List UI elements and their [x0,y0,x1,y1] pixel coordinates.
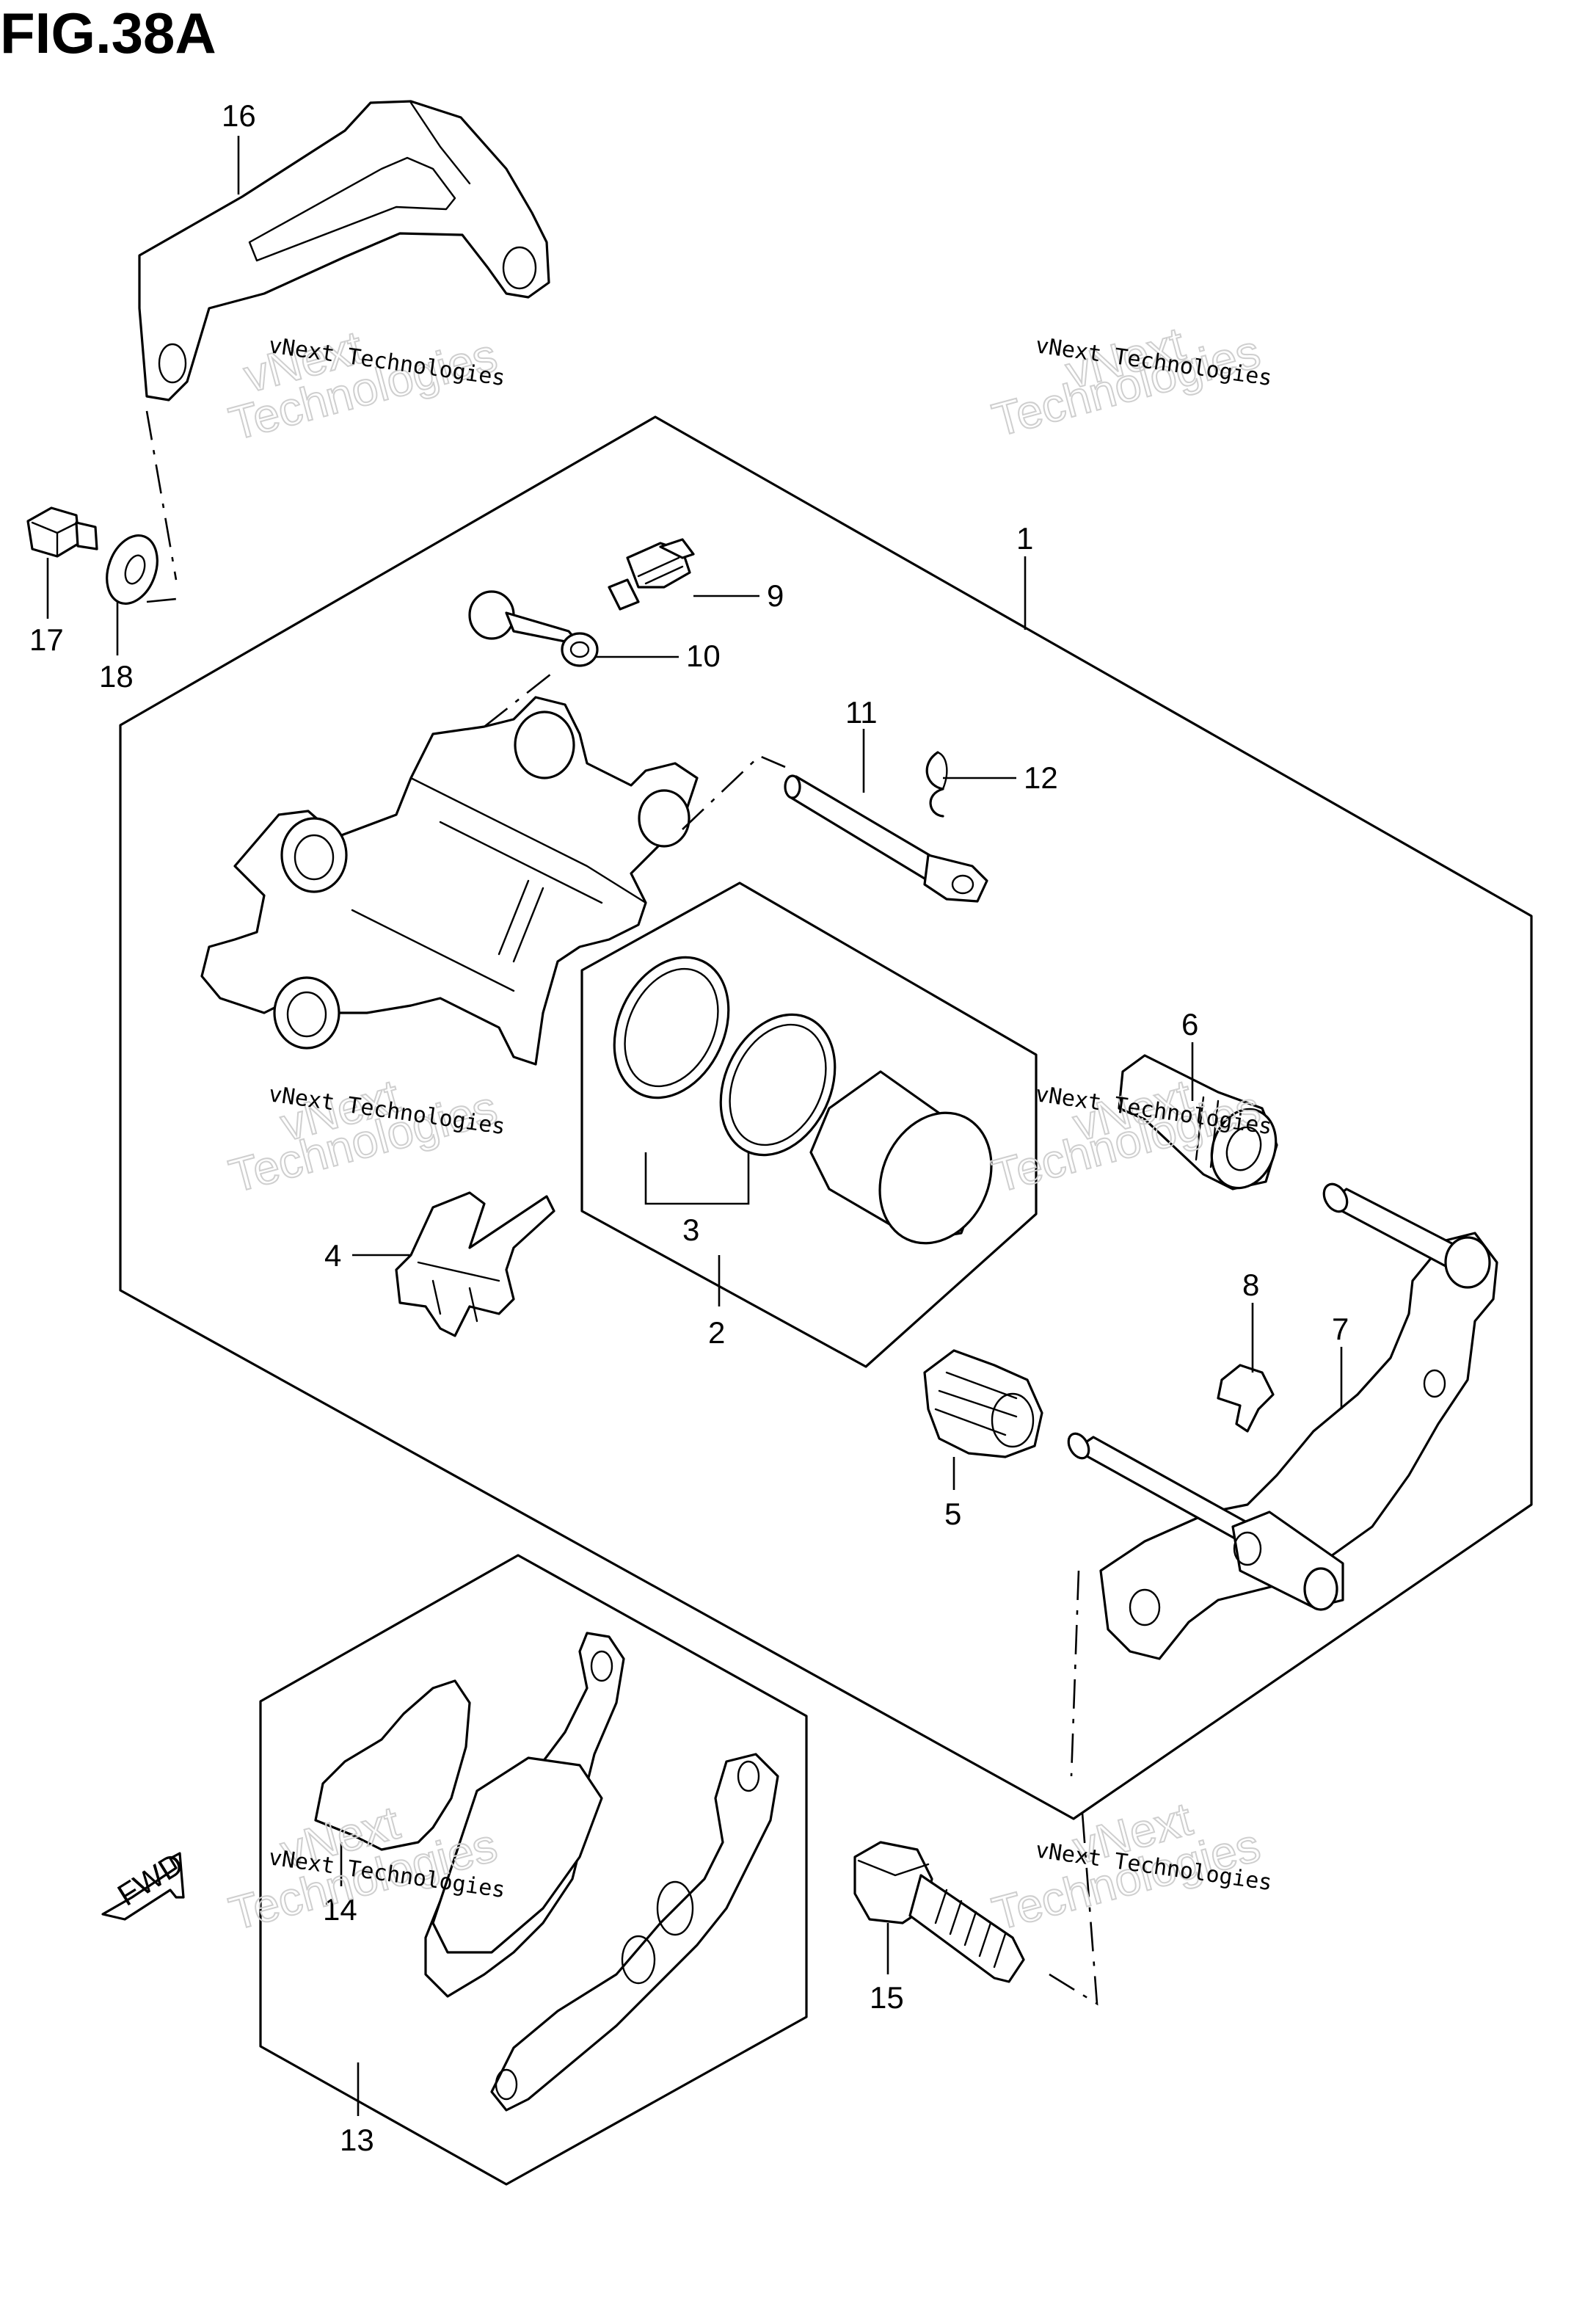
watermark-mid-left: vNext Technologies vNext Technologies [223,1069,507,1204]
callout-labels: 1 2 3 4 5 6 7 8 9 10 11 12 13 14 15 16 1… [29,98,1349,2157]
part-5-pin-boot [923,1349,1043,1458]
caliper-piston [809,1070,993,1245]
callout-12: 12 [1024,760,1058,795]
part-6-pin-boot [1118,1054,1278,1190]
part-8-pin-clip [1217,1364,1275,1433]
callout-14: 14 [323,1892,357,1927]
callout-17: 17 [29,622,64,657]
part-14-pad-shim [314,1679,471,1851]
callout-10: 10 [686,639,721,673]
callout-6: 6 [1181,1007,1198,1042]
part-13-brake-pads [424,1632,779,2112]
watermark-top-left: vNext Technologies vNext Technologies [223,320,507,451]
callout-3: 3 [682,1213,699,1247]
callout-16: 16 [222,98,256,133]
callout-9: 9 [767,578,784,613]
fwd-direction-arrow: FWD [101,1846,189,1921]
caliper-body [200,670,786,1066]
part-4-pad-spring [395,1191,555,1337]
part-11-slide-pin [784,774,988,903]
callout-1: 1 [1016,521,1033,556]
kit-outline-brake-pad-set [259,1554,808,2186]
callout-2: 2 [708,1315,725,1350]
callout-11: 11 [845,695,878,730]
part-15-mounting-bolt [853,1812,1098,2006]
part-3-piston-seals [613,956,837,1157]
part-17-bolt [26,506,98,558]
callout-5: 5 [944,1497,961,1531]
part-18-washer [106,534,184,606]
part-12-retaining-clip [925,751,948,818]
part-10-bleeder-cap [468,590,599,667]
kit-outline-piston-set [580,881,1038,1368]
watermark-top-right: vNext Technologies vNext Technologies [986,316,1274,448]
callout-7: 7 [1332,1312,1349,1346]
callout-15: 15 [870,1980,904,2015]
leader-lines [46,136,1343,2116]
part-16-caliper-bracket [138,100,550,581]
part-9-bleeder-valve [608,538,695,611]
part-7-caliper-holder [1067,1182,1498,1777]
callout-8: 8 [1242,1268,1259,1302]
kit-outline-caliper-assembly [119,415,1533,1820]
watermark-bottom-right: vNext Technologies vNext Technologies [986,1792,1274,1941]
figure-title: FIG.38A [0,1,216,65]
callout-18: 18 [99,659,134,694]
callout-4: 4 [324,1238,341,1273]
callout-13: 13 [340,2123,374,2157]
